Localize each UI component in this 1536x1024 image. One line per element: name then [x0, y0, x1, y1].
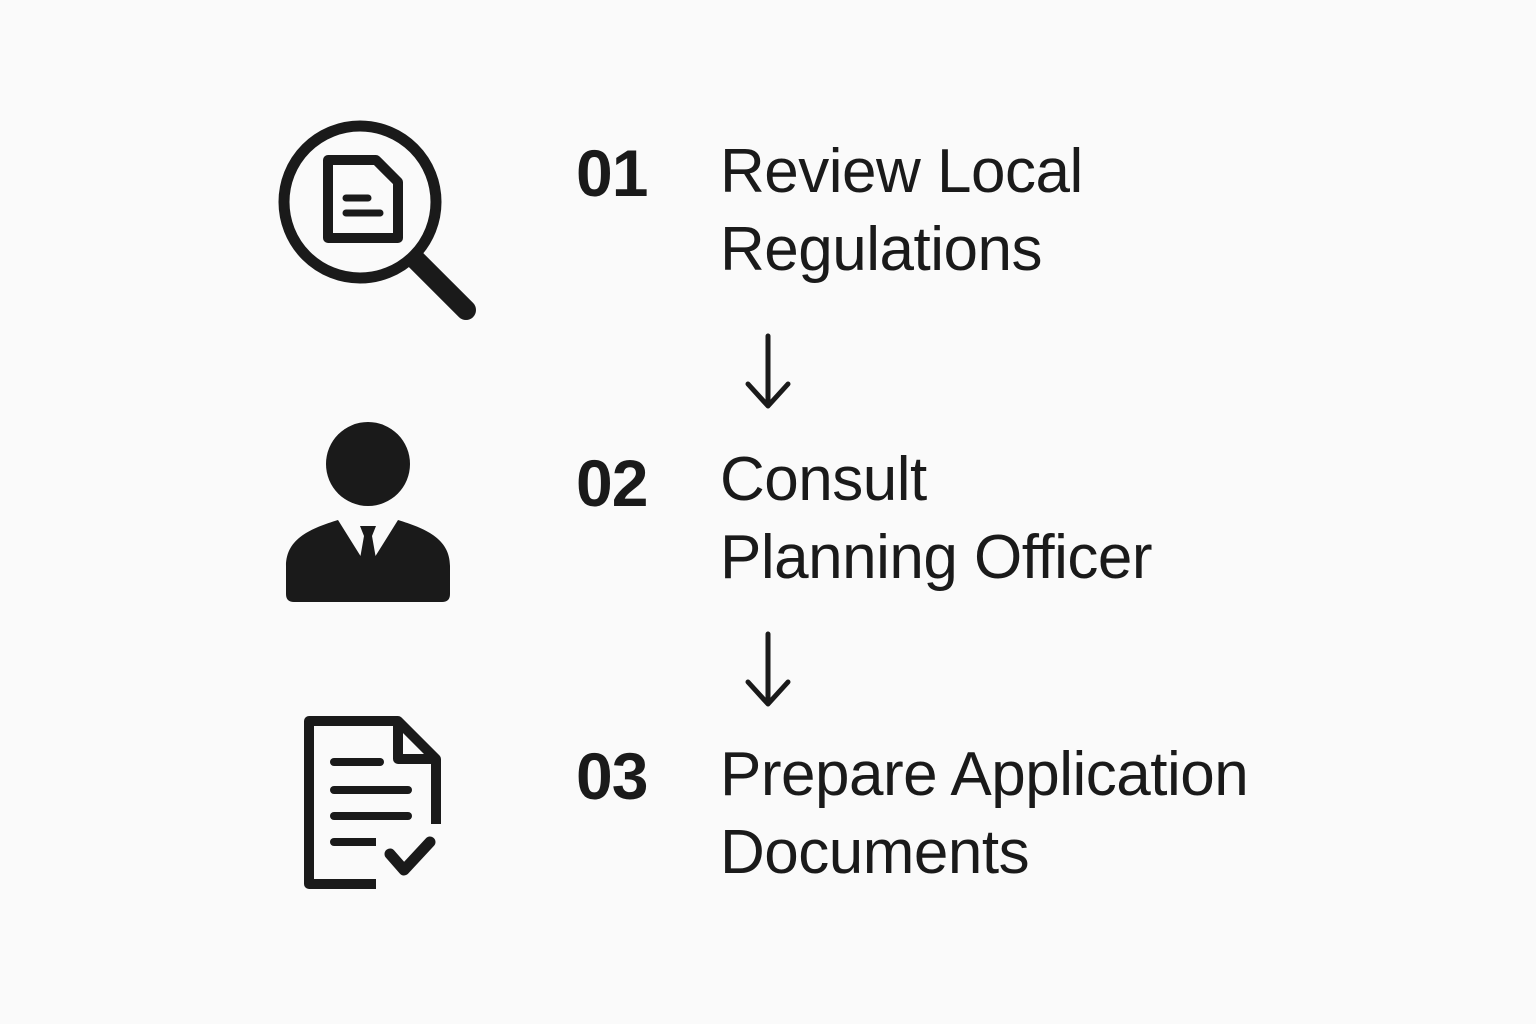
step-title-line: Consult	[720, 445, 927, 514]
step-number: 01	[576, 136, 648, 210]
down-arrow-icon	[745, 333, 791, 409]
magnifier-document-icon	[278, 120, 476, 320]
step-title-line: Review Local	[720, 137, 1083, 206]
person-tie-icon	[286, 422, 450, 602]
step-title: Review Local Regulations	[720, 133, 1083, 289]
down-arrow-icon	[745, 631, 791, 707]
step-title-line: Regulations	[720, 215, 1042, 284]
step-title: Consult Planning Officer	[720, 441, 1153, 597]
document-check-icon	[304, 716, 446, 892]
step-number: 02	[576, 446, 648, 520]
step-title: Prepare Application Documents	[720, 736, 1249, 892]
step-number: 03	[576, 739, 648, 813]
step-title-line: Planning Officer	[720, 523, 1153, 592]
step-title-line: Prepare Application	[720, 740, 1249, 809]
step-title-line: Documents	[720, 818, 1030, 887]
